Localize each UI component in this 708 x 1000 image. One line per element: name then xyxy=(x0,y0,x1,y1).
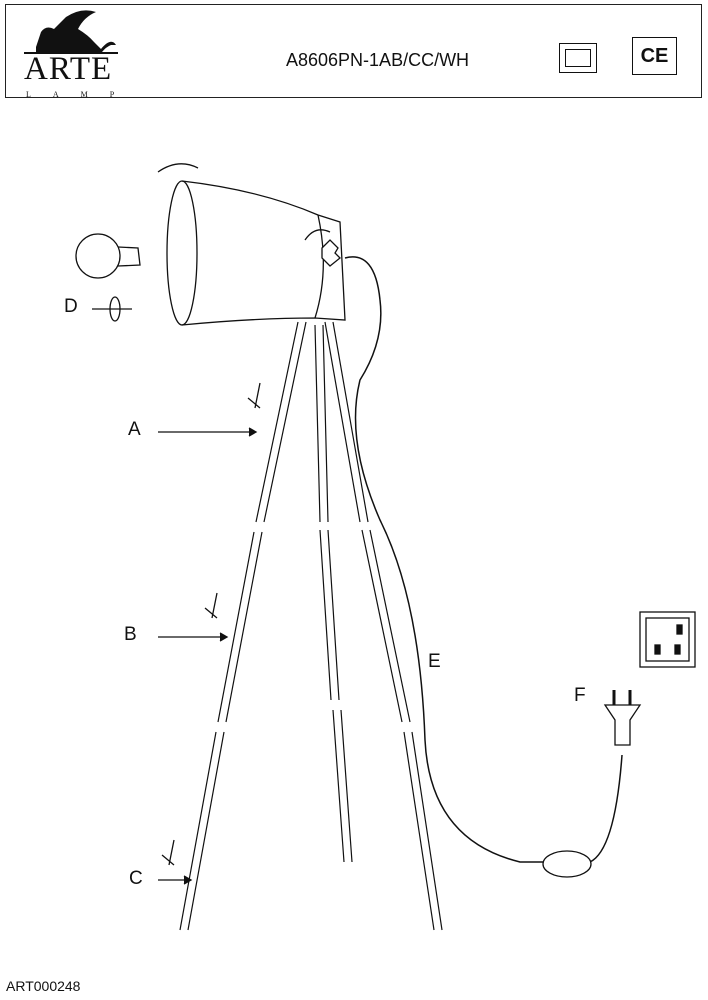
wall-socket-icon xyxy=(639,611,696,668)
d-rotate-icon xyxy=(92,296,132,322)
rotate-arrow-icon xyxy=(304,229,331,241)
label-f: F xyxy=(574,685,586,706)
lamp-shade xyxy=(166,180,346,326)
label-b: B xyxy=(124,624,137,645)
brand-logo-text: ARTE xyxy=(24,51,113,87)
label-c: C xyxy=(129,868,143,889)
lion-logo-icon xyxy=(24,10,118,54)
plug-icon xyxy=(603,690,642,746)
power-cable xyxy=(344,256,623,863)
model-number: A8606PN-1AB/CC/WH xyxy=(286,50,470,70)
label-e: E xyxy=(428,651,441,672)
ce-mark-icon: CE xyxy=(632,37,677,75)
document-id: ART000248 xyxy=(6,978,81,994)
rotate-arrow-icon xyxy=(157,163,199,173)
brand-logo-subtext: LAMP xyxy=(26,90,137,99)
foot-switch xyxy=(542,850,592,878)
header: ARTE LAMP A8606PN-1AB/CC/WH CE xyxy=(5,4,702,99)
tripod-legs xyxy=(179,321,443,931)
label-arrows xyxy=(158,382,261,885)
class-ii-icon xyxy=(559,43,597,73)
bulb-icon xyxy=(75,233,141,279)
label-d: D xyxy=(64,296,78,317)
label-a: A xyxy=(128,419,141,440)
